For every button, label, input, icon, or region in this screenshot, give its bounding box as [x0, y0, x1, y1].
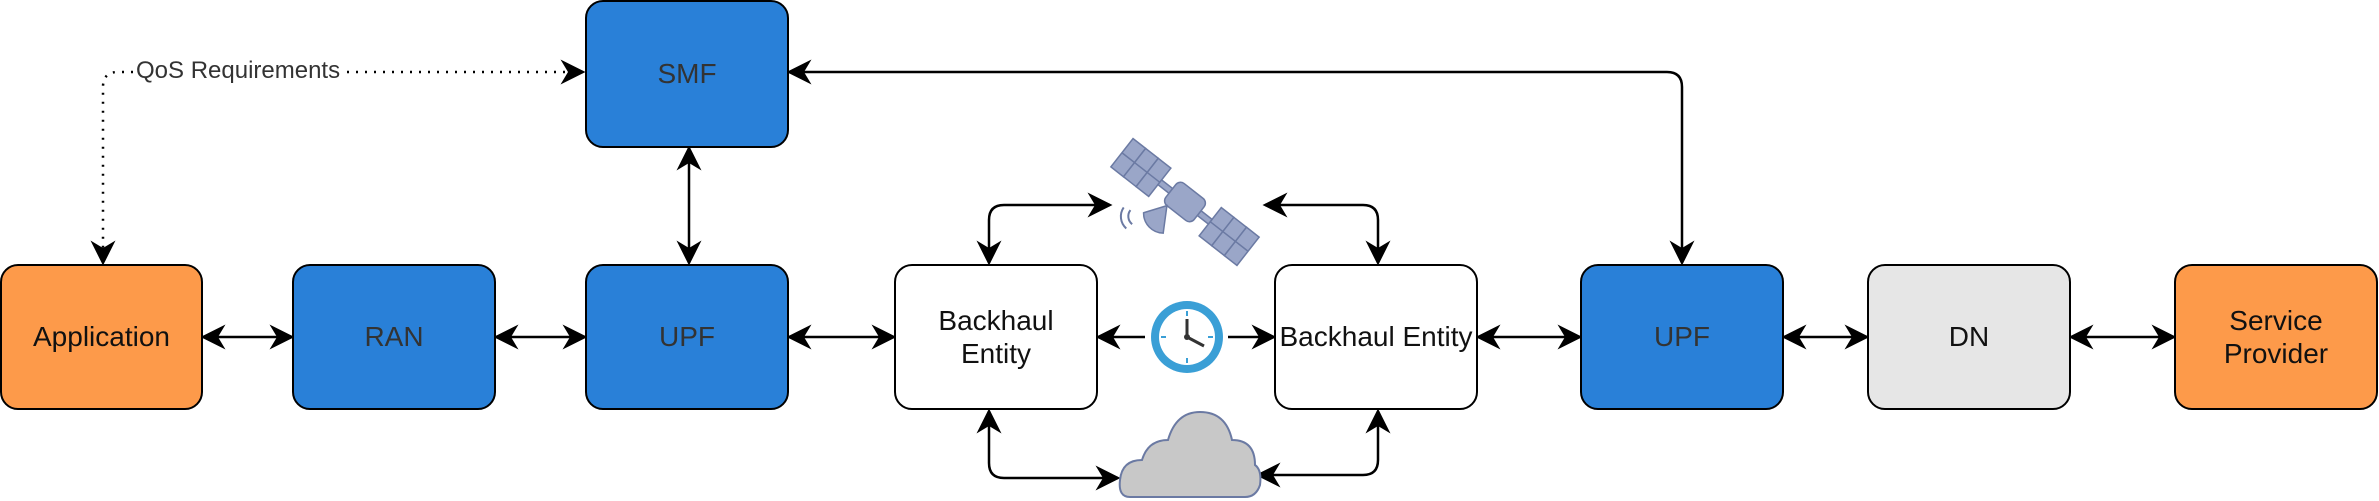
upf-right-label: UPF [1654, 321, 1710, 353]
backhaul-entity-right-node: Backhaul Entity [1274, 264, 1478, 410]
backhaul-right-label: Backhaul Entity [1279, 321, 1473, 353]
service-provider-node: Service Provider [2174, 264, 2378, 410]
backhaul-left-satellite-connector [976, 192, 1113, 266]
ran-label: RAN [364, 321, 424, 353]
backhaul-left-cloud-connector [976, 408, 1121, 491]
cloud-backhaul-right-connector [1255, 408, 1391, 488]
satellite-backhaul-right-connector [1262, 192, 1391, 266]
upf-left-node: UPF [585, 264, 789, 410]
qos-requirements-label: QoS Requirements [133, 57, 344, 85]
service-provider-line-2: Provider [2223, 338, 2329, 369]
upf-right-node: UPF [1580, 264, 1784, 410]
qos-connector [90, 59, 586, 266]
application-label: Application [33, 321, 170, 353]
dn-node: DN [1867, 264, 2071, 410]
satellite-icon [1109, 137, 1261, 267]
service-provider-line-1: Service [2229, 304, 2323, 336]
backhaul-entity-left-node: Backhaul Entity [894, 264, 1098, 410]
backhaul-left-line-1: Backhaul [938, 304, 1054, 336]
clock-icon [1151, 301, 1223, 373]
cloud-icon [1118, 410, 1262, 498]
smf-label: SMF [657, 58, 717, 90]
ran-node: RAN [292, 264, 496, 410]
application-node: Application [0, 264, 203, 410]
smf-upf-right-connector [786, 59, 1695, 266]
smf-node: SMF [585, 0, 789, 148]
dn-label: DN [1948, 321, 1990, 353]
upf-left-label: UPF [659, 321, 715, 353]
backhaul-left-line-2: Entity [960, 338, 1032, 369]
